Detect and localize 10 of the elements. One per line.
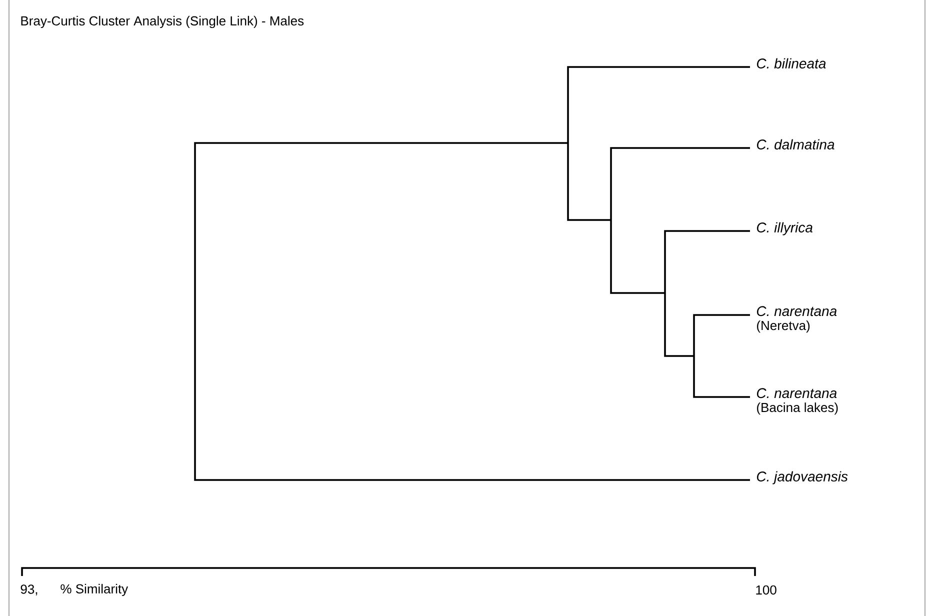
axis-label: % Similarity [60, 584, 128, 596]
species-label: C. dalmatina [756, 139, 834, 150]
scale-value: 93, [20, 584, 38, 596]
species-label: C. narentana (Neretva) [756, 306, 837, 333]
species-label: C. narentana (Bacina lakes) [756, 388, 838, 415]
title: Bray-Curtis Cluster Analysis (Single Link) - Males [21, 16, 304, 28]
species-label: C. jadovaensis [756, 471, 848, 484]
species-label: C. illyrica [756, 222, 812, 236]
species-label: C. bilineata [756, 58, 826, 68]
scale-value: 100 [756, 585, 776, 595]
